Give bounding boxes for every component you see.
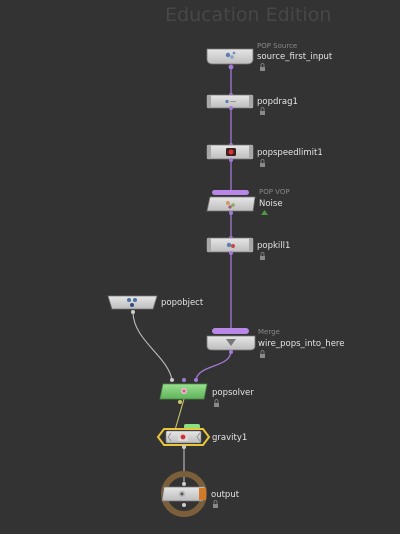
- lock-icon: [213, 500, 218, 508]
- education-edition-watermark: Education Edition: [165, 4, 332, 26]
- node-popsolver[interactable]: popsolver: [159, 378, 254, 407]
- lock-icon: [260, 107, 265, 115]
- kill-icon: [226, 242, 235, 248]
- output-connector[interactable]: [182, 445, 186, 449]
- lock-icon: [214, 399, 219, 407]
- node-popdrag1[interactable]: popdrag1: [206, 93, 298, 115]
- input-connector[interactable]: [182, 482, 186, 486]
- vop-icon: [226, 201, 235, 209]
- node-type-label: Merge: [258, 328, 280, 336]
- node-name: popobject: [161, 298, 204, 308]
- speed-limit-icon: [226, 148, 236, 156]
- output-connector[interactable]: [229, 158, 233, 162]
- node-name: gravity1: [212, 433, 247, 443]
- node-name: wire_pops_into_here: [258, 339, 344, 349]
- node-name: Noise: [259, 199, 283, 209]
- wire-merge-to-popsolver[interactable]: [195, 350, 232, 381]
- node-popkill1[interactable]: popkill1: [206, 236, 290, 260]
- output-connector[interactable]: [178, 400, 182, 404]
- display-flag[interactable]: [184, 424, 200, 429]
- node-noise[interactable]: POP VOP Noise: [206, 188, 290, 215]
- node-output[interactable]: output: [161, 471, 240, 517]
- lock-icon: [260, 159, 265, 167]
- node-type-label: POP Source: [257, 42, 297, 50]
- input-connector-1[interactable]: [170, 378, 174, 382]
- output-connector[interactable]: [228, 64, 234, 70]
- node-name: source_first_input: [257, 52, 333, 62]
- output-icon: [178, 490, 186, 498]
- render-flag[interactable]: [199, 488, 206, 500]
- output-connector[interactable]: [229, 106, 233, 110]
- output-connector[interactable]: [131, 310, 135, 314]
- input-connector-3[interactable]: [194, 378, 198, 382]
- merge-icon: [226, 339, 236, 346]
- node-name: output: [211, 490, 240, 500]
- output-connector[interactable]: [229, 251, 233, 255]
- node-name: popdrag1: [257, 97, 298, 107]
- wires: [132, 67, 232, 484]
- node-name: popspeedlimit1: [257, 148, 323, 158]
- wire-popobject-to-popsolver[interactable]: [132, 311, 173, 381]
- wire-popsolver-to-gravity[interactable]: [174, 398, 185, 431]
- node-name: popkill1: [257, 241, 290, 251]
- node-popspeedlimit1[interactable]: popspeedlimit1: [206, 143, 323, 167]
- particle-source-icon: [225, 51, 236, 59]
- output-connector[interactable]: [229, 211, 233, 215]
- lock-icon: [260, 63, 265, 71]
- lock-icon: [260, 252, 265, 260]
- node-source-first-input[interactable]: POP Source source_first_input: [206, 42, 333, 71]
- drag-icon: [225, 99, 236, 104]
- input-bar[interactable]: [212, 328, 249, 334]
- vop-flag-icon: [261, 210, 268, 215]
- node-gravity1[interactable]: gravity1: [156, 424, 247, 449]
- input-bar[interactable]: [212, 190, 249, 195]
- input-connector-2[interactable]: [182, 378, 186, 382]
- solver-icon: [180, 387, 188, 395]
- node-name: popsolver: [212, 388, 254, 398]
- gravity-icon: [178, 433, 188, 441]
- lock-icon: [260, 350, 265, 358]
- node-type-label: POP VOP: [259, 188, 290, 196]
- node-popobject[interactable]: popobject: [107, 295, 204, 314]
- output-connector[interactable]: [182, 503, 186, 507]
- pop-object-icon: [127, 298, 137, 307]
- output-connector[interactable]: [229, 350, 233, 354]
- node-wire-pops-into-here[interactable]: Merge wire_pops_into_here: [206, 328, 344, 358]
